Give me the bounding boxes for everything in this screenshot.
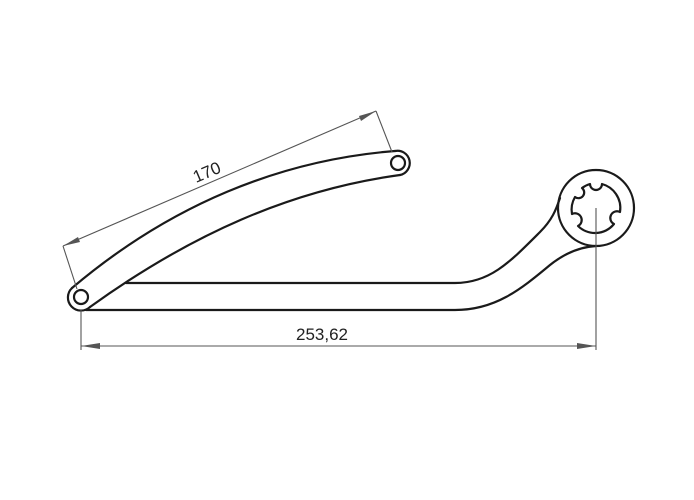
dimension-label-253-62: 253,62 — [296, 325, 348, 344]
dimension-label-170: 170 — [190, 158, 224, 187]
dimension-arm-length: 170 — [62, 110, 393, 290]
dimension-overall-length: 253,62 — [80, 208, 597, 350]
lever-arm — [66, 149, 411, 312]
crank-arm — [84, 168, 636, 312]
splined-hole — [570, 182, 622, 235]
pivot-hole-right — [389, 154, 407, 172]
pivot-hole-left — [72, 288, 90, 306]
